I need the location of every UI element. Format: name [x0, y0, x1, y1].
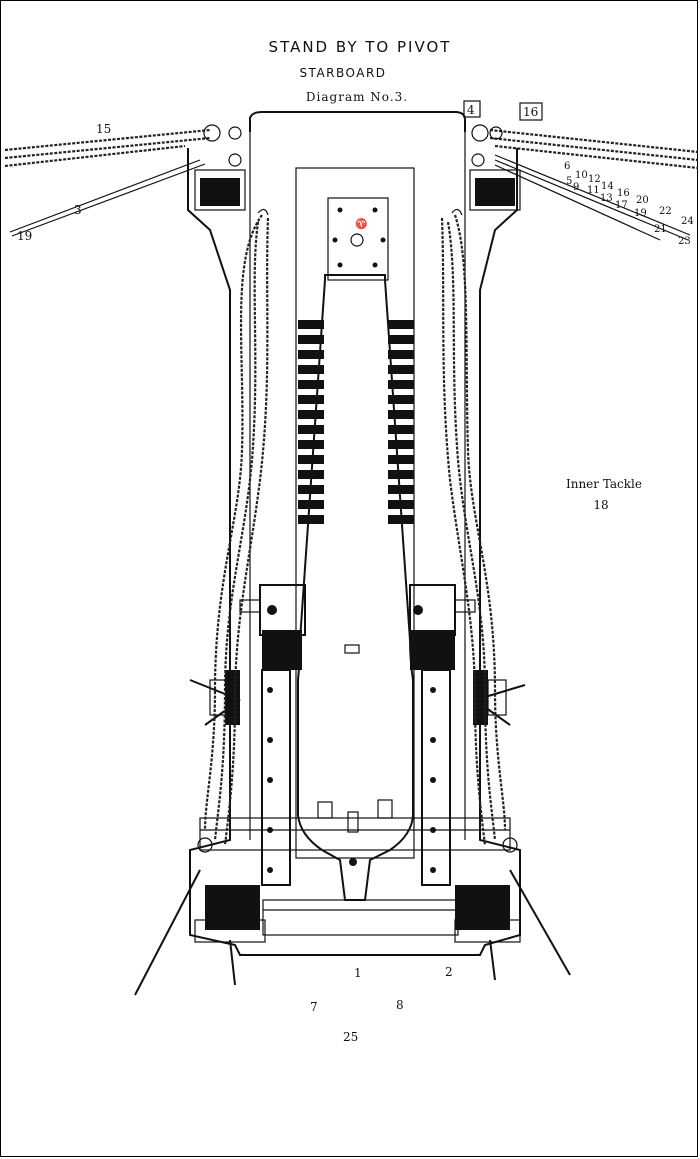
inner-tackle-label: Inner Tackle [566, 477, 642, 491]
label-19-left: 19 [17, 229, 32, 243]
label-25: 25 [343, 1030, 358, 1044]
rack-tooth [388, 335, 414, 344]
rack-tooth [298, 320, 324, 329]
label-16b: 16 [617, 188, 630, 199]
label-22: 22 [659, 206, 672, 217]
label-5: 5 [566, 176, 572, 187]
rack-tooth [298, 350, 324, 359]
rack-tooth [298, 395, 324, 404]
diagram-title: STAND BY TO PIVOT [269, 38, 452, 56]
training-racks [298, 320, 414, 524]
rack-tooth [388, 470, 414, 479]
rack-tooth [298, 410, 324, 419]
rack-tooth [388, 350, 414, 359]
label-23: 23 [678, 236, 691, 247]
rack-tooth [298, 470, 324, 479]
left-tackle-ropes [4, 128, 211, 237]
label-6: 6 [564, 161, 570, 172]
box-4 [463, 100, 481, 118]
right-tackle-ropes [489, 128, 699, 241]
diagram-subtitle: STARBOARD [299, 66, 386, 80]
rack-tooth [388, 485, 414, 494]
rack-tooth [298, 365, 324, 374]
rack-tooth [298, 335, 324, 344]
rack-tooth [388, 410, 414, 419]
label-14: 14 [601, 181, 614, 192]
box-16 [519, 102, 543, 121]
inner-tackle-number: 18 [593, 498, 608, 512]
rack-tooth [388, 440, 414, 449]
label-19-right: 19 [634, 208, 647, 219]
rack-tooth [298, 485, 324, 494]
label-4: 4 [467, 103, 475, 117]
inner-tackle-ropes [203, 208, 507, 846]
label-7: 7 [310, 1000, 318, 1014]
breech-mark: ♈ [355, 217, 367, 230]
label-9: 9 [573, 182, 579, 193]
label-3: 3 [74, 203, 82, 217]
label-1: 1 [354, 966, 362, 980]
rack-tooth [388, 380, 414, 389]
rack-tooth [388, 425, 414, 434]
rack-tooth [298, 425, 324, 434]
label-8: 8 [396, 998, 404, 1012]
label-24: 24 [681, 216, 694, 227]
rack-tooth [298, 440, 324, 449]
rack-tooth [388, 515, 414, 524]
rack-tooth [388, 320, 414, 329]
carriage-cheeks [199, 669, 511, 886]
gun-barrel: ♈ [297, 197, 414, 901]
label-17: 17 [615, 200, 628, 211]
rack-tooth [298, 455, 324, 464]
label-10: 10 [575, 170, 588, 181]
rack-tooth [298, 500, 324, 509]
label-2: 2 [445, 965, 453, 979]
tackle-blocks-top [194, 124, 521, 211]
label-16: 16 [523, 105, 538, 119]
rack-tooth [388, 395, 414, 404]
carriage-frame [187, 111, 521, 956]
label-13: 13 [600, 193, 613, 204]
rack-tooth [388, 365, 414, 374]
trunnion-housings [239, 584, 476, 670]
rack-tooth [298, 380, 324, 389]
rack-tooth [388, 455, 414, 464]
label-12: 12 [588, 174, 601, 185]
rack-tooth [388, 500, 414, 509]
diagram-number-label: Diagram No.3. [306, 90, 408, 104]
breech-plate [327, 197, 389, 281]
label-11: 11 [587, 185, 600, 196]
station-numbers: 15 3 19 4 16 6 5 10 9 12 11 14 13 16 17 … [17, 100, 694, 1044]
rack-tooth [298, 515, 324, 524]
label-21: 21 [654, 224, 667, 235]
label-15: 15 [96, 122, 111, 136]
label-20: 20 [636, 195, 649, 206]
rear-trucks [134, 837, 571, 996]
